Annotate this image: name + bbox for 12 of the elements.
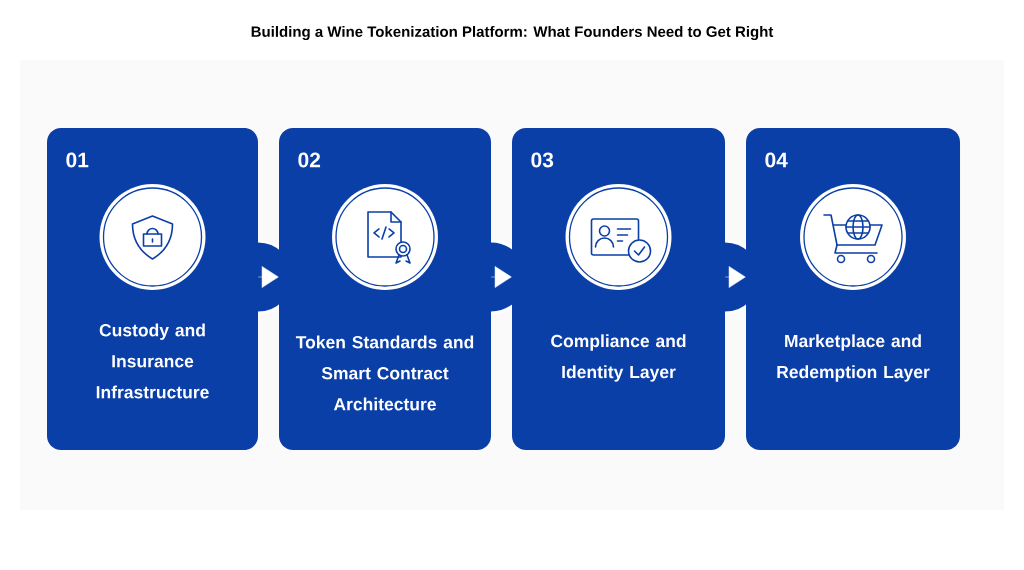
arrow [490,266,512,288]
step-title: Custody and Insurance Infrastructure [96,323,209,399]
step-title: Token Standards and Smart Contract Architecture [295,335,474,411]
arrow [724,266,746,288]
step-title: Marketplace and Redemption Layer [777,334,930,382]
arrow [257,266,279,288]
step-number: 02 [298,152,321,168]
step-number: 03 [531,152,554,168]
step-number: 04 [765,152,788,168]
step-title: Compliance and Identity Layer [551,334,686,382]
step-number: 01 [66,152,89,168]
title: Building a Wine Tokenization Platform: What Founders Need to Get Right [251,25,774,40]
